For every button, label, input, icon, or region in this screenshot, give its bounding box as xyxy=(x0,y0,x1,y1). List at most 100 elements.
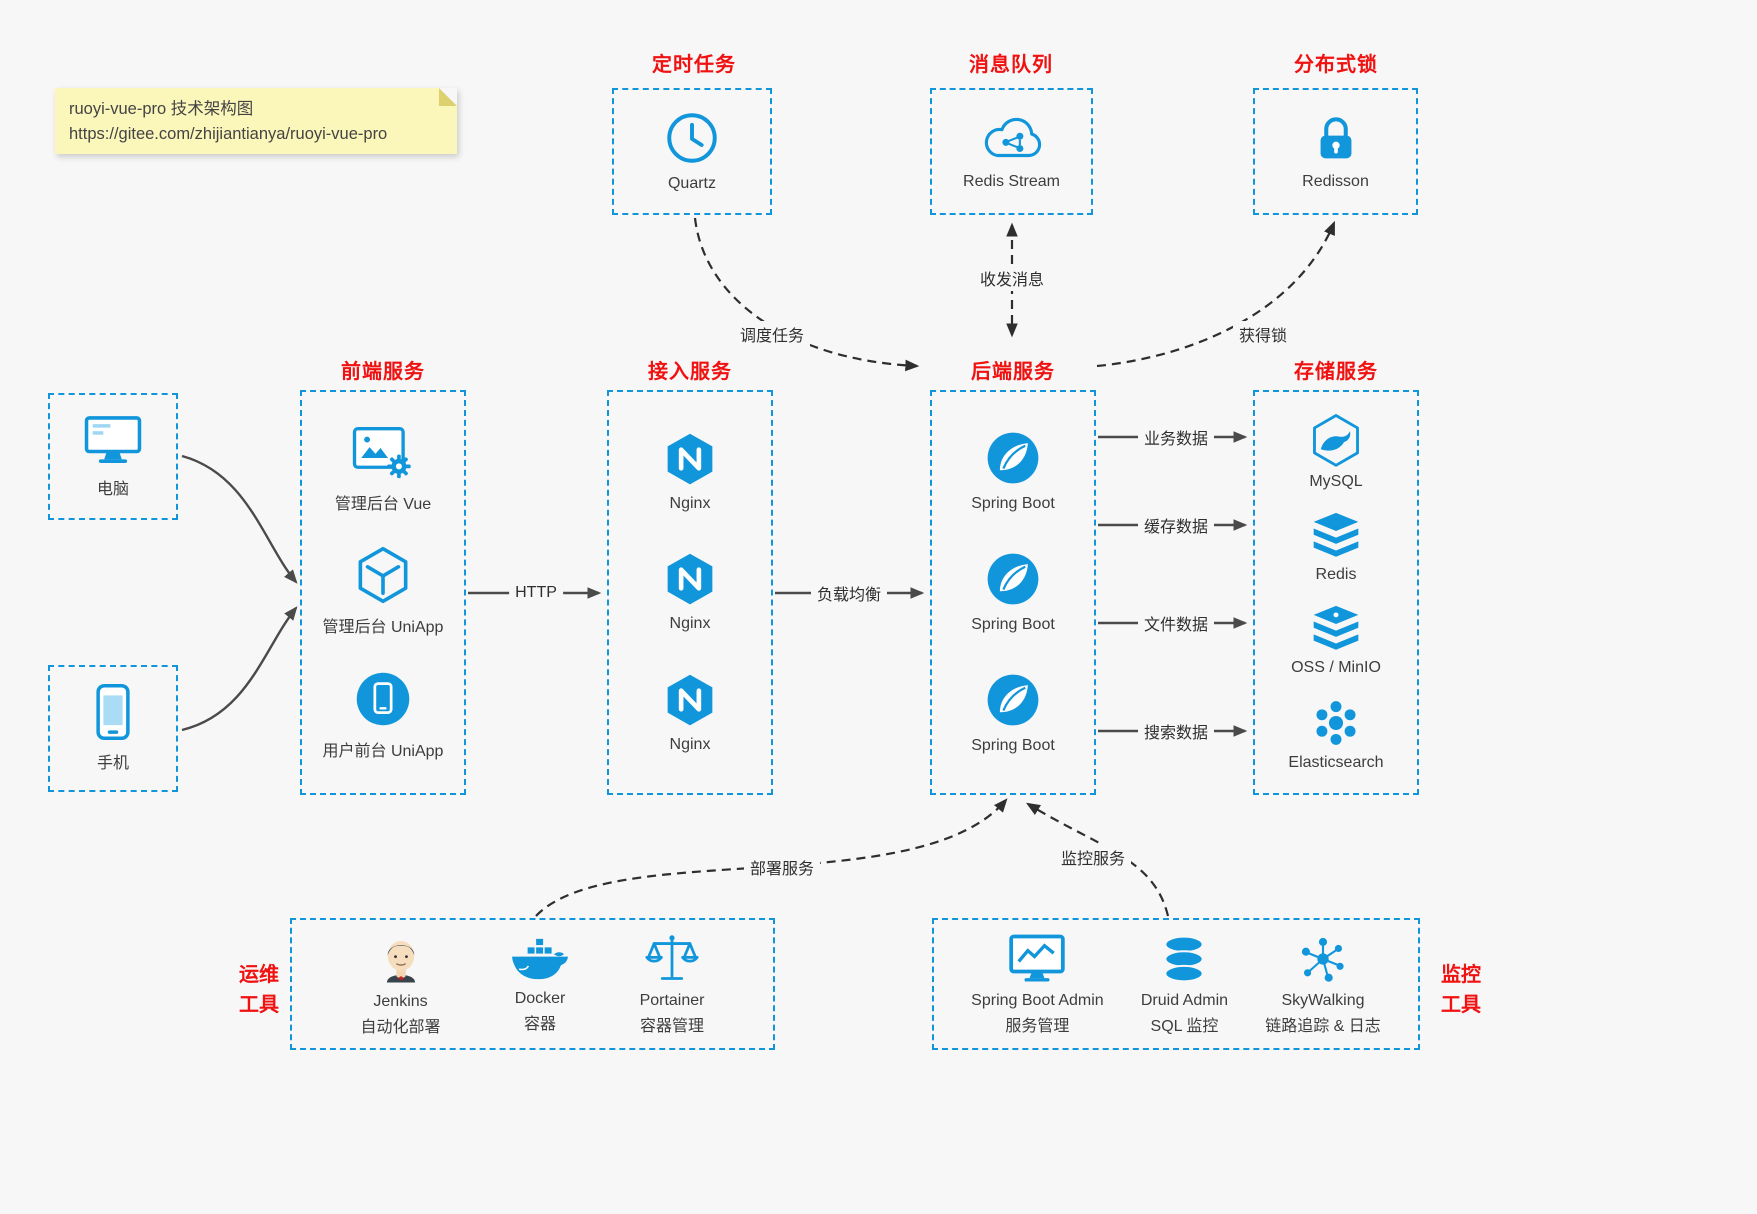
edge-label-acquire-lock: 获得锁 xyxy=(1232,321,1294,347)
gateway-item-nginx-2: Nginx xyxy=(663,552,717,633)
item-label: Spring Boot xyxy=(971,616,1055,633)
backend-item-springboot-2: Spring Boot xyxy=(971,551,1055,634)
item-label: Spring Boot xyxy=(971,495,1055,512)
item-label: Spring Boot xyxy=(971,737,1055,754)
frontend-item-admin-uniapp: 管理后台 UniApp xyxy=(322,546,444,637)
group-title-frontend: 前端服务 xyxy=(341,361,425,383)
item-label: Nginx xyxy=(669,494,711,512)
edge-label-file-data: 文件数据 xyxy=(1137,610,1215,636)
monitoring-item-springbootadmin: Spring Boot Admin 服务管理 xyxy=(971,933,1104,1036)
desktop-icon xyxy=(83,414,143,466)
monitoring-box: Spring Boot Admin 服务管理 Druid Admin SQL 监… xyxy=(932,918,1420,1050)
frontend-box: 管理后台 Vue 管理后台 UniApp 用户前台 UniApp xyxy=(300,390,466,795)
storage-item-mysql: MySQL xyxy=(1309,413,1363,491)
group-title-storage: 存储服务 xyxy=(1294,361,1378,383)
quartz-label: Quartz xyxy=(667,175,716,192)
item-label: OSS / MinIO xyxy=(1291,659,1381,676)
docker-icon xyxy=(509,935,571,983)
item-label: Docker xyxy=(514,989,566,1007)
item-sublabel: 自动化部署 xyxy=(360,1018,441,1036)
storage-item-redis: Redis xyxy=(1309,512,1363,584)
monitoring-group-title: 监控 工具 xyxy=(1441,964,1481,1016)
edge-label-search-data: 搜索数据 xyxy=(1137,718,1215,744)
elasticsearch-cluster-icon xyxy=(1311,698,1361,748)
group-title-scheduled-job: 定时任务 xyxy=(652,54,736,76)
item-sublabel: SQL 监控 xyxy=(1150,1017,1219,1035)
arrow-pc-to-frontend xyxy=(181,454,298,584)
nginx-icon xyxy=(663,432,717,486)
edge-label-load-balance: 负载均衡 xyxy=(810,580,888,606)
arrow-mobile-to-frontend xyxy=(181,606,298,732)
user-app-icon xyxy=(354,670,412,728)
pc-client-box: 电脑 xyxy=(48,393,178,520)
edge-label-business-data: 业务数据 xyxy=(1137,424,1215,450)
gateway-item-nginx-1: Nginx xyxy=(663,432,717,513)
uniapp-box-icon xyxy=(354,546,412,604)
pc-client-label: 电脑 xyxy=(96,481,129,498)
item-label: 用户前台 UniApp xyxy=(322,742,444,760)
monitoring-item-druid: Druid Admin SQL 监控 xyxy=(1141,933,1228,1036)
gateway-box: Nginx Nginx Nginx xyxy=(607,390,773,795)
gateway-item-nginx-3: Nginx xyxy=(663,673,717,754)
arrow-acquire-lock xyxy=(1096,220,1336,368)
frontend-item-user-uniapp: 用户前台 UniApp xyxy=(322,670,444,761)
mysql-dolphin-icon xyxy=(1309,413,1363,467)
item-sublabel: 容器管理 xyxy=(640,1017,705,1035)
mobile-client-box: 手机 xyxy=(48,665,178,792)
note-title: ruoyi-vue-pro 技术架构图 xyxy=(69,100,254,118)
edge-label-http: HTTP xyxy=(509,583,563,603)
item-label: Spring Boot Admin xyxy=(971,991,1104,1009)
storage-item-elasticsearch: Elasticsearch xyxy=(1288,698,1384,772)
item-sublabel: 链路追踪 & 日志 xyxy=(1265,1017,1381,1035)
backend-item-springboot-3: Spring Boot xyxy=(971,672,1055,755)
item-label: Portainer xyxy=(639,991,705,1009)
lock-icon xyxy=(1310,112,1362,164)
spring-leaf-icon xyxy=(985,672,1041,728)
smartphone-icon xyxy=(95,684,131,740)
nginx-icon xyxy=(663,552,717,606)
druid-database-icon xyxy=(1161,933,1207,985)
skywalking-graph-icon xyxy=(1297,933,1349,985)
mobile-client-label: 手机 xyxy=(96,755,129,772)
edge-label-dispatch-job: 调度任务 xyxy=(733,321,811,347)
item-label: Nginx xyxy=(669,735,711,753)
quartz-box: Quartz xyxy=(612,88,772,215)
redis-stream-label: Redis Stream xyxy=(963,173,1060,190)
item-label: Nginx xyxy=(669,615,711,632)
item-label: Elasticsearch xyxy=(1288,754,1384,771)
redisson-label: Redisson xyxy=(1302,173,1369,190)
item-sublabel: 容器 xyxy=(524,1015,557,1033)
devops-group-title: 运维 工具 xyxy=(239,964,279,1016)
cloud-network-icon xyxy=(977,112,1047,164)
edge-label-deploy: 部署服务 xyxy=(743,854,821,880)
devops-item-docker: Docker 容器 xyxy=(509,935,571,1034)
jenkins-icon xyxy=(376,932,426,986)
group-title-distributed-lock: 分布式锁 xyxy=(1294,54,1378,76)
backend-box: Spring Boot Spring Boot Spring Boot xyxy=(930,390,1096,795)
nginx-icon xyxy=(663,673,717,727)
item-label: Druid Admin xyxy=(1140,991,1229,1009)
devops-item-jenkins: Jenkins 自动化部署 xyxy=(361,932,441,1037)
devops-box: Jenkins 自动化部署 Docker 容器 xyxy=(290,918,775,1050)
admin-monitor-icon xyxy=(1007,933,1067,985)
edge-label-monitor: 监控服务 xyxy=(1054,844,1132,870)
sticky-note: ruoyi-vue-pro 技术架构图 https://gitee.com/zh… xyxy=(55,88,457,154)
spring-leaf-icon xyxy=(985,430,1041,486)
item-label: Jenkins xyxy=(373,992,428,1010)
item-label: MySQL xyxy=(1309,473,1363,490)
item-label: 管理后台 UniApp xyxy=(322,619,444,636)
portainer-scales-icon xyxy=(644,933,700,985)
clock-icon xyxy=(664,110,720,166)
item-label: Redis xyxy=(1315,566,1357,583)
item-sublabel: 服务管理 xyxy=(1005,1017,1070,1035)
redis-stack-icon xyxy=(1309,512,1363,560)
group-title-gateway: 接入服务 xyxy=(648,361,732,383)
redisson-box: Redisson xyxy=(1253,88,1418,215)
edge-label-send-receive: 收发消息 xyxy=(973,265,1051,291)
item-label: 管理后台 Vue xyxy=(334,495,432,513)
redis-stream-box: Redis Stream xyxy=(930,88,1093,215)
devops-item-portainer: Portainer 容器管理 xyxy=(639,933,705,1036)
frontend-item-admin-vue: 管理后台 Vue xyxy=(335,425,431,514)
edge-label-cache-data: 缓存数据 xyxy=(1137,512,1215,538)
